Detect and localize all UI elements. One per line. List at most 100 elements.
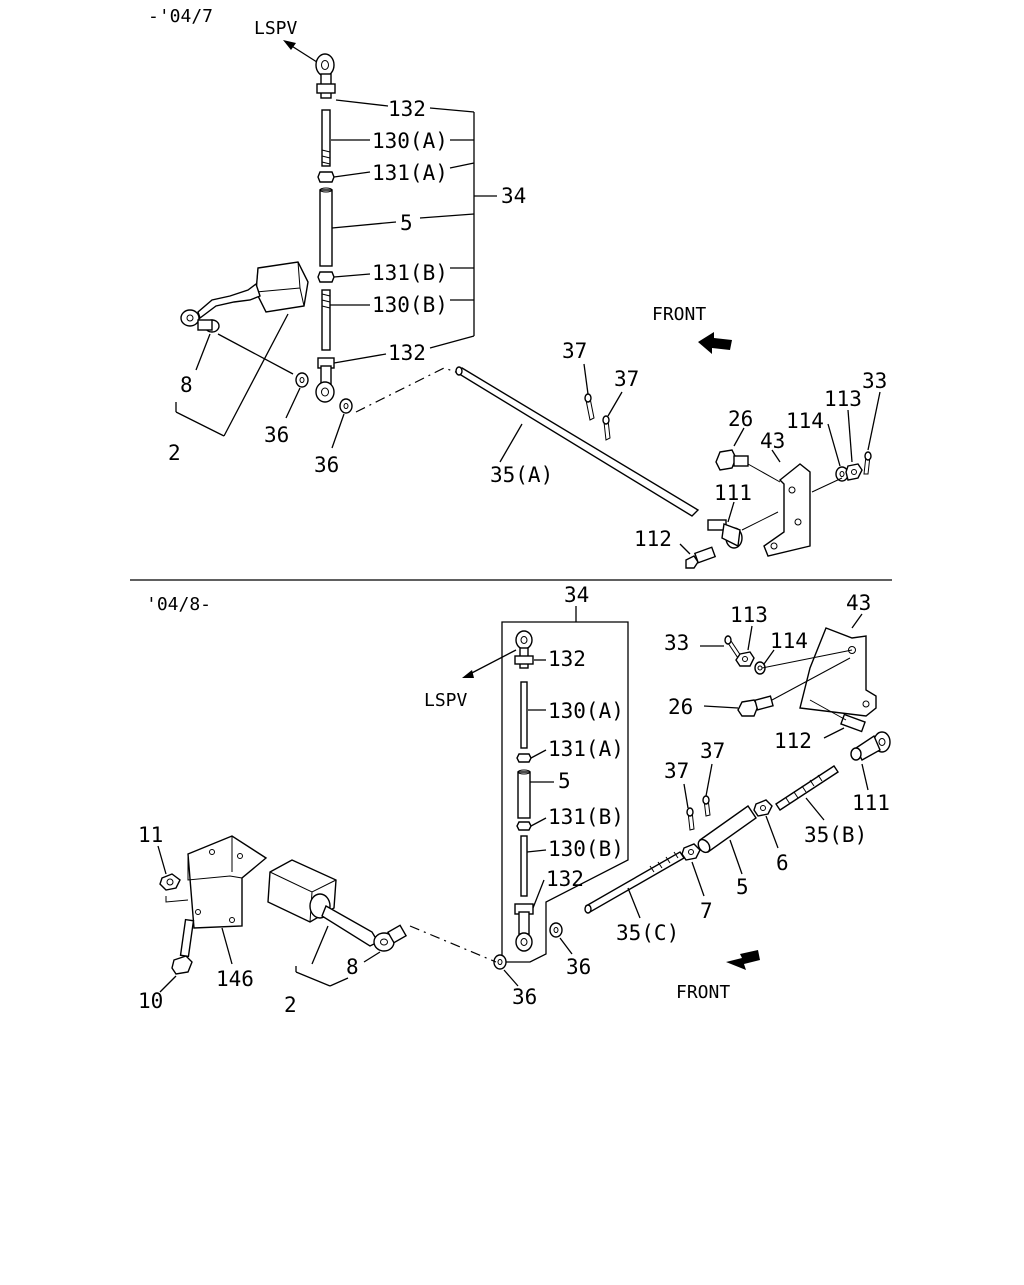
- lever-assembly-top: [180, 261, 309, 333]
- callout-130b: 130(B): [372, 293, 448, 317]
- callout-130b-bottom: 130(B): [548, 837, 624, 861]
- callout-146: 146: [216, 967, 254, 991]
- sleeve-5-bottom: [697, 805, 757, 854]
- callout-35c: 35(C): [616, 921, 679, 945]
- rod-end-upper-top: [315, 53, 336, 99]
- callout-113-bottom: 113: [730, 603, 768, 627]
- cotter-pin-37-a: [584, 393, 595, 421]
- callout-2-bottom: 2: [284, 993, 297, 1017]
- cotter-pin-37-a-bottom: [686, 807, 695, 831]
- callout-2: 2: [168, 441, 181, 465]
- callout-112: 112: [634, 527, 672, 551]
- bolt-112-bottom: [840, 713, 866, 733]
- callout-8-bottom: 8: [346, 955, 359, 979]
- nut-113-top: [845, 463, 863, 481]
- callout-26: 26: [728, 407, 753, 431]
- lspv-arrow-top: [283, 40, 321, 65]
- callout-35b: 35(B): [804, 823, 867, 847]
- section-bottom-label: '04/8-: [146, 594, 211, 615]
- callout-36-a: 36: [264, 423, 289, 447]
- nut-11: [159, 873, 181, 891]
- rod-35c: [584, 851, 685, 914]
- callout-132-upper: 132: [388, 97, 426, 121]
- callout-26-bottom: 26: [668, 695, 693, 719]
- callout-112-bottom: 112: [774, 729, 812, 753]
- nut-113-bottom: [735, 651, 755, 667]
- callout-35a: 35(A): [490, 463, 553, 487]
- callout-111-bottom: 111: [852, 791, 890, 815]
- callout-114: 114: [786, 409, 824, 433]
- callout-114-bottom: 114: [770, 629, 808, 653]
- bolt-112-top: [685, 546, 717, 569]
- linkage-stack-top: [317, 109, 335, 351]
- washer-36-b-bottom: [493, 954, 507, 970]
- callout-5-stack-bottom: 5: [558, 769, 571, 793]
- callout-130a-bottom: 130(A): [548, 699, 624, 723]
- callout-37-a: 37: [562, 339, 587, 363]
- callout-111: 111: [714, 481, 752, 505]
- lspv-label-bottom: LSPV: [424, 690, 468, 711]
- callout-37-b: 37: [614, 367, 639, 391]
- callout-131a-bottom: 131(A): [548, 737, 624, 761]
- callout-36-b-bottom: 36: [512, 985, 537, 1009]
- callout-5-sleeve-bottom: 5: [736, 875, 749, 899]
- callout-34: 34: [501, 184, 526, 208]
- rod-end-111-top: [707, 519, 743, 549]
- section-top-label: -'04/7: [148, 6, 213, 27]
- callout-130a: 130(A): [372, 129, 448, 153]
- pin-33-bottom: [724, 635, 742, 659]
- callout-34-bottom: 34: [564, 583, 589, 607]
- front-arrow-bottom: [726, 950, 760, 970]
- bolt-10: [171, 918, 195, 975]
- callout-131b: 131(B): [372, 261, 448, 285]
- callout-11: 11: [138, 823, 163, 847]
- callout-43: 43: [760, 429, 785, 453]
- callout-8: 8: [180, 373, 193, 397]
- washer-114-bottom: [754, 661, 766, 675]
- callout-113: 113: [824, 387, 862, 411]
- callout-132-lower-bottom: 132: [546, 867, 584, 891]
- lspv-label-top: LSPV: [254, 18, 298, 39]
- nut-6: [753, 799, 773, 817]
- lever-assembly-bottom: [267, 859, 408, 952]
- callout-7: 7: [700, 899, 713, 923]
- front-label-top: FRONT: [652, 304, 706, 325]
- callout-37-a-bottom: 37: [664, 759, 689, 783]
- callout-132-upper-bottom: 132: [548, 647, 586, 671]
- callout-36-b: 36: [314, 453, 339, 477]
- callout-10: 10: [138, 989, 163, 1013]
- cotter-pin-37-b-bottom: [702, 795, 711, 817]
- callout-132-lower: 132: [388, 341, 426, 365]
- callout-33: 33: [862, 369, 887, 393]
- cotter-pin-37-b: [602, 415, 611, 441]
- rod-end-lower-top: [315, 357, 335, 403]
- callout-37-b-bottom: 37: [700, 739, 725, 763]
- front-label-bottom: FRONT: [676, 982, 730, 1003]
- callout-131b-bottom: 131(B): [548, 805, 624, 829]
- lspv-arrow-bottom: [462, 649, 517, 678]
- washer-36-a-bottom: [549, 922, 563, 938]
- bolt-26-top: [715, 449, 749, 471]
- rod-35a: [454, 366, 700, 517]
- bracket-43-bottom: [799, 627, 877, 717]
- washer-36-a: [295, 372, 309, 388]
- nut-7: [681, 843, 701, 861]
- callout-36-a-bottom: 36: [566, 955, 591, 979]
- front-arrow-top: [698, 332, 732, 354]
- callout-lines-top: [330, 99, 497, 364]
- callout-lines-lever-bottom: [295, 925, 349, 987]
- bolt-26-bottom: [737, 695, 774, 717]
- pin-33-top: [863, 451, 872, 475]
- bracket-146: [187, 835, 268, 929]
- callout-33-bottom: 33: [664, 631, 689, 655]
- callout-lines-lever-top: [175, 313, 294, 437]
- washer-36-b: [339, 398, 353, 414]
- linkage-stack-bottom: [514, 630, 534, 952]
- callout-131a: 131(A): [372, 161, 448, 185]
- rod-end-111-bottom: [850, 731, 891, 761]
- callout-6: 6: [776, 851, 789, 875]
- bracket-43-top: [763, 463, 811, 557]
- callout-43-bottom: 43: [846, 591, 871, 615]
